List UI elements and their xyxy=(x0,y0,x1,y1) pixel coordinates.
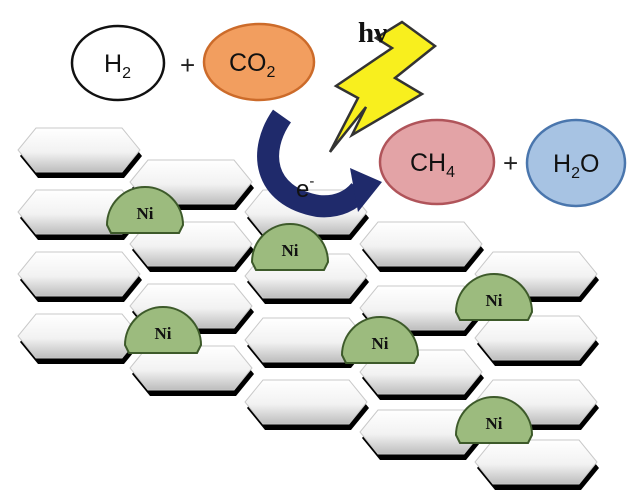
reactant-1-symbol: H xyxy=(104,50,122,78)
ni-particle: Ni xyxy=(340,316,420,364)
reactant-1-subscript: 2 xyxy=(122,65,131,82)
support-hexagon-top xyxy=(474,315,598,361)
product-h2o: H2O xyxy=(525,118,627,208)
ni-particle-shape xyxy=(340,316,420,364)
support-hexagon xyxy=(17,251,142,302)
support-hexagon xyxy=(474,315,599,366)
support-hexagon-top xyxy=(359,221,483,267)
ni-particle-label: Ni xyxy=(372,334,389,353)
support-hexagon xyxy=(17,127,142,178)
ni-particle-shape xyxy=(454,396,534,444)
reactant-2-subscript: 2 xyxy=(267,64,276,81)
ni-particle-label: Ni xyxy=(486,414,503,433)
ni-particle: Ni xyxy=(454,273,534,321)
ni-particle-shape xyxy=(105,186,185,234)
electron-charge: - xyxy=(309,173,314,190)
support-hexagon-top xyxy=(17,313,141,359)
support-hexagon xyxy=(244,317,369,368)
reactant-h2: H2 xyxy=(70,24,166,102)
reactant-2-symbol: CO xyxy=(229,49,267,77)
lightning-bolt-icon xyxy=(328,20,438,153)
product-2-subscript: 2 xyxy=(571,165,580,182)
plus-sign-reactants: + xyxy=(180,50,195,80)
support-hexagon xyxy=(359,409,484,460)
ni-particle: Ni xyxy=(105,186,185,234)
support-hexagon-top xyxy=(474,439,598,485)
support-hexagon xyxy=(17,313,142,364)
ni-particle: Ni xyxy=(454,396,534,444)
ni-particle-label: Ni xyxy=(155,324,172,343)
svg-text:H2O: H2O xyxy=(553,150,599,182)
support-hexagon xyxy=(244,379,369,430)
svg-text:H2: H2 xyxy=(104,50,131,82)
svg-text:CH4: CH4 xyxy=(410,149,455,181)
support-hexagon-top xyxy=(129,345,253,391)
support-hexagon-top xyxy=(17,251,141,297)
svg-text:CO2: CO2 xyxy=(229,49,276,81)
support-hexagon xyxy=(474,439,599,490)
plus-sign-products: + xyxy=(503,148,518,178)
product-ch4: CH4 xyxy=(378,118,496,206)
electron-label: e- xyxy=(296,173,314,203)
electron-symbol: e xyxy=(296,176,309,203)
ni-particle-shape xyxy=(250,223,330,271)
ni-particle-shape xyxy=(454,273,534,321)
support-hexagon xyxy=(129,345,254,396)
support-hexagon-top xyxy=(359,409,483,455)
support-hexagon-top xyxy=(17,127,141,173)
light-energy-label: hν xyxy=(358,17,387,49)
electron-transfer-arrow xyxy=(257,109,382,218)
product-1-subscript: 4 xyxy=(446,164,455,181)
ni-particle-label: Ni xyxy=(282,241,299,260)
reactant-co2: CO2 xyxy=(202,22,316,102)
ni-particle: Ni xyxy=(250,223,330,271)
product-2-symbol: H xyxy=(553,150,571,178)
ni-particle: Ni xyxy=(123,306,203,354)
support-hexagon xyxy=(359,221,484,272)
product-1-symbol: CH xyxy=(410,149,446,177)
ni-particle-label: Ni xyxy=(137,204,154,223)
ni-particle-label: Ni xyxy=(486,291,503,310)
support-hexagon-top xyxy=(244,379,368,425)
ni-particle-shape xyxy=(123,306,203,354)
product-2-tail: O xyxy=(580,150,599,178)
